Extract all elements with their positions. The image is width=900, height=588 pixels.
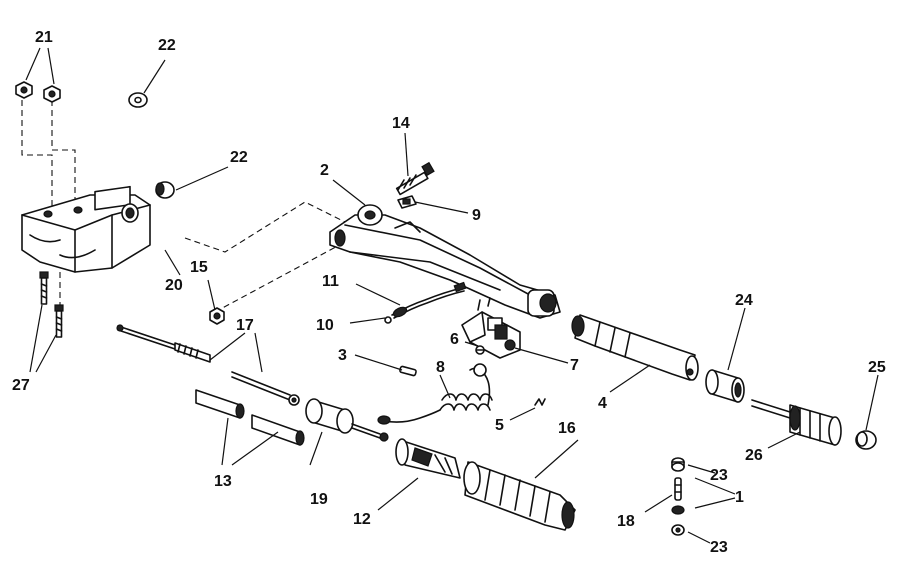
bolt-27-upper: [39, 271, 49, 305]
callout-26: 26: [745, 447, 763, 464]
washer-22-middle: [155, 181, 175, 199]
bolt-27-lower: [54, 304, 64, 338]
callout-19: 19: [310, 491, 328, 508]
callout-13: 13: [214, 473, 232, 490]
nut-15: [209, 307, 225, 325]
pin-3: [399, 365, 417, 377]
callout-1: 1: [735, 489, 744, 506]
washer-22-top: [128, 92, 148, 108]
clip-9: [397, 195, 417, 209]
leader-lines: [25, 47, 879, 544]
callout-5: 5: [495, 417, 504, 434]
callout-12: 12: [353, 511, 371, 528]
screw-6: [475, 345, 485, 355]
stop-switch-wire-10-11: [384, 281, 467, 324]
clip-5: [534, 398, 546, 406]
throttle-sleeve-12: [395, 438, 461, 479]
bracket-20: [21, 185, 151, 273]
cap-25: [855, 430, 877, 450]
nut-21-left: [15, 81, 33, 99]
callout-17: 17: [236, 317, 254, 334]
callout-27: 27: [12, 377, 30, 394]
friction-knob-26: [751, 399, 842, 446]
callout-24: 24: [735, 292, 753, 309]
callout-2: 2: [320, 162, 329, 179]
handle-grip-16: [463, 461, 576, 531]
callout-4: 4: [598, 395, 607, 412]
callout-11: 11: [322, 273, 339, 290]
washer-23-lower: [671, 524, 685, 536]
callout-14: 14: [392, 115, 410, 132]
callout-21: 21: [35, 29, 53, 46]
callout-7: 7: [570, 357, 579, 374]
callout-8: 8: [436, 359, 445, 376]
callout-labels: 21 22 22 2 14 9 11 10 6 7 3 8 5 4 24 25 …: [12, 29, 886, 556]
callout-22-middle: 22: [230, 149, 248, 166]
lanyard-8: [377, 363, 493, 425]
bushing-23-upper: [671, 457, 685, 472]
callout-3: 3: [338, 347, 347, 364]
cylinder-19: [305, 398, 389, 442]
nut-21-right: [43, 85, 61, 103]
callout-23-lower: 23: [710, 539, 728, 556]
throttle-link-17: [116, 324, 300, 406]
callout-25: 25: [868, 359, 886, 376]
callout-15: 15: [190, 259, 208, 276]
bushing-1: [671, 505, 685, 515]
pin-18: [674, 477, 682, 501]
callout-9: 9: [472, 207, 481, 224]
tiller-arm-2: [329, 204, 561, 319]
bushing-24: [705, 369, 745, 403]
tube-13-upper: [195, 389, 245, 419]
throttle-shaft-4: [571, 314, 699, 381]
callout-20: 20: [165, 277, 183, 294]
callout-23-upper: 23: [710, 467, 728, 484]
callout-16: 16: [558, 420, 576, 437]
callout-18: 18: [617, 513, 635, 530]
callout-6: 6: [450, 331, 459, 348]
callout-10: 10: [316, 317, 334, 334]
alignment-lines: [21, 100, 346, 313]
stud-14: [395, 161, 435, 196]
callout-22-top: 22: [158, 37, 176, 54]
tube-13-lower: [251, 414, 305, 446]
